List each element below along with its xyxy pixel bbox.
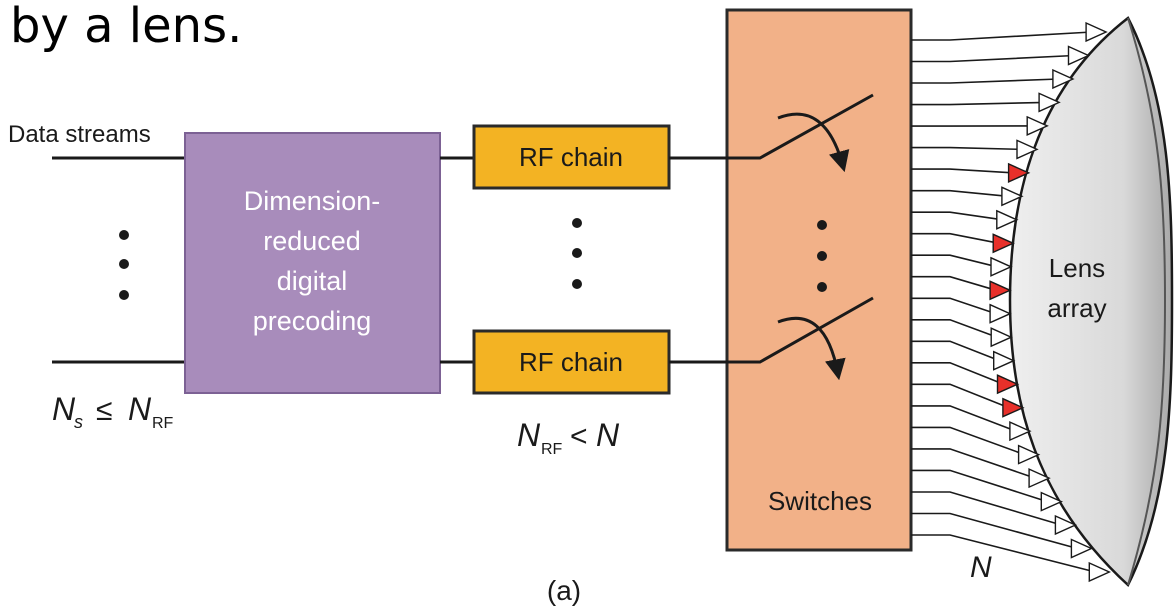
- feed-line: [911, 340, 1000, 362]
- switch-bottom: [669, 296, 874, 381]
- switches-block: [725, 8, 913, 552]
- antenna-element: [1054, 514, 1078, 536]
- feed-line: [911, 232, 1000, 245]
- heading-text: by a lens.: [10, 0, 243, 54]
- feed-line: [911, 318, 998, 338]
- feed-line: [911, 211, 1003, 221]
- feed-line: [911, 297, 997, 315]
- feed-line: [911, 101, 1046, 106]
- antenna-element: [993, 350, 1016, 371]
- dsp-label-line1: Dimension-: [244, 186, 381, 216]
- feed-line: [911, 189, 1008, 198]
- antenna-element-active: [1002, 397, 1025, 418]
- antenna-element: [1017, 444, 1041, 465]
- feed-line: [911, 534, 1096, 573]
- rf-ellipsis-dots: [572, 218, 582, 289]
- antenna-element: [1088, 561, 1112, 583]
- antenna-element: [996, 209, 1019, 230]
- feed-line: [911, 168, 1015, 174]
- feed-line: [911, 78, 1059, 84]
- feed-line: [911, 469, 1048, 503]
- antenna-element: [1070, 538, 1094, 559]
- antenna-feed-lines: [911, 31, 1096, 573]
- switch-ellipsis-dots: [817, 220, 827, 292]
- antenna-element: [1052, 68, 1075, 90]
- antenna-count-label: N: [970, 551, 992, 584]
- feed-line: [911, 361, 1004, 385]
- rf-chain-label-top: RF chain: [519, 142, 623, 172]
- antenna-element: [1067, 45, 1091, 66]
- feed-line: [911, 512, 1078, 550]
- feed-line: [911, 146, 1024, 151]
- antenna-element: [990, 256, 1013, 277]
- lens-label-line2: array: [1047, 293, 1106, 323]
- antenna-element: [1016, 139, 1039, 160]
- antenna-element: [1001, 186, 1024, 207]
- switches-label: Switches: [768, 486, 872, 516]
- feed-line: [911, 383, 1010, 409]
- nrf-lt-n-label: N RF < N: [517, 417, 620, 458]
- feed-line: [911, 31, 1093, 41]
- antenna-element-active: [992, 233, 1015, 254]
- dsp-label-line2: reduced: [263, 226, 361, 256]
- ns-subscript: s: [74, 412, 83, 432]
- ns-relation: ≤: [96, 394, 112, 427]
- feed-line: [911, 426, 1025, 456]
- input-ellipsis-dots: [119, 230, 129, 300]
- antenna-element: [1028, 468, 1051, 489]
- data-streams-label: Data streams: [8, 121, 151, 148]
- rf-chain-block-top: [472, 124, 671, 190]
- nrf-relation: <: [570, 420, 588, 453]
- antenna-element-active: [996, 374, 1020, 395]
- nrf-subscript: RF: [541, 441, 563, 458]
- antenna-element: [1026, 115, 1049, 136]
- rf-chain-label-bottom: RF chain: [519, 347, 623, 377]
- antenna-element-active: [989, 280, 1012, 301]
- feed-line: [911, 275, 997, 292]
- feed-line: [911, 405, 1017, 432]
- antenna-element: [989, 303, 1012, 324]
- ns-rhs-subscript: RF: [152, 415, 174, 432]
- antenna-element: [1009, 421, 1032, 442]
- dsp-label-line3: digital: [277, 266, 348, 296]
- antenna-element: [1040, 491, 1064, 512]
- rf-chain-block-bottom: [472, 329, 671, 395]
- antenna-element-active: [1007, 162, 1031, 183]
- antenna-element: [990, 327, 1013, 348]
- nrf-rhs-symbol: N: [596, 417, 620, 453]
- ns-le-nrf-label: N s ≤ N RF: [52, 391, 174, 432]
- ns-rhs-symbol: N: [128, 391, 152, 427]
- dsp-label-line4: precoding: [253, 306, 372, 336]
- figure-caption: (a): [547, 575, 581, 606]
- lens-label-line1: Lens: [1049, 253, 1105, 283]
- digital-precoding-block: [184, 132, 441, 394]
- feed-line: [911, 254, 998, 268]
- feed-line: [911, 54, 1075, 63]
- lens-array: [1008, 16, 1174, 588]
- ns-symbol: N: [52, 391, 76, 427]
- antenna-element: [1038, 92, 1061, 113]
- feed-line: [911, 491, 1062, 526]
- nrf-symbol: N: [517, 417, 541, 453]
- antenna-element: [1085, 21, 1108, 43]
- feed-line: [911, 448, 1036, 479]
- switch-top: [669, 93, 874, 173]
- antenna-elements: [989, 21, 1112, 583]
